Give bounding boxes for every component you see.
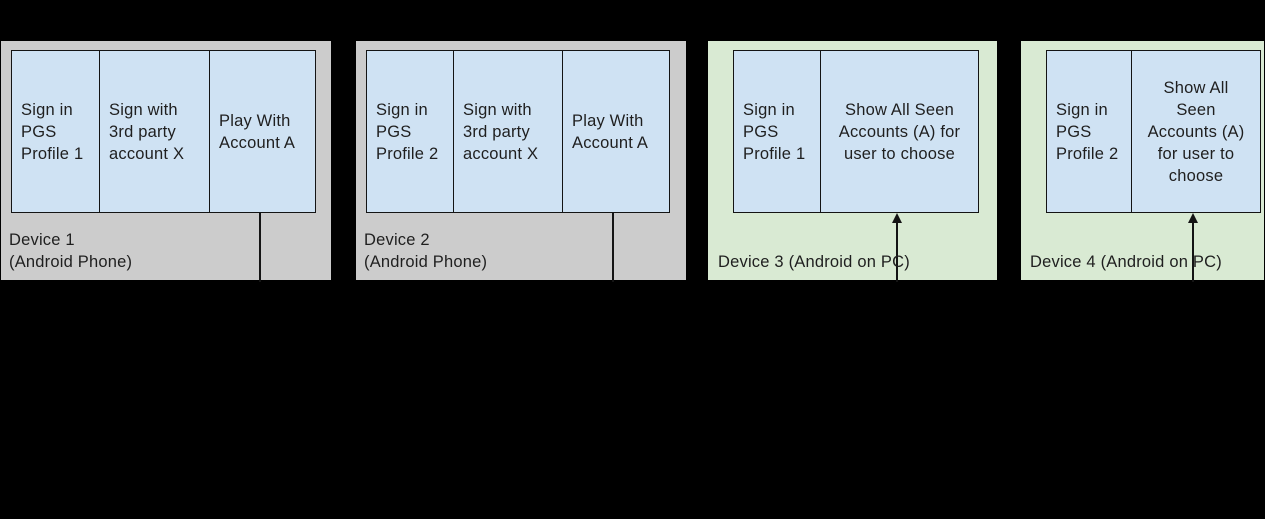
- step-cell-text: Sign in PGS Profile 1: [21, 100, 84, 163]
- arrow-up-line: [1192, 222, 1194, 282]
- step-cell-text: Show All Seen Accounts (A) for user to c…: [1147, 78, 1245, 185]
- step-cell-text: Sign in PGS Profile 2: [1056, 100, 1119, 163]
- step-cell-play-with-account: Play With Account A: [562, 51, 669, 212]
- step-cell-text: Play With Account A: [572, 111, 649, 152]
- arrow-up-head: [892, 213, 902, 223]
- device-2-panel: Sign in PGS Profile 2 Sign with 3rd part…: [355, 40, 687, 282]
- step-cell-sign-in-pgs: Sign in PGS Profile 2: [1047, 51, 1131, 212]
- step-cell-text: Sign with 3rd party account X: [463, 100, 539, 163]
- step-cell-text: Sign in PGS Profile 1: [743, 100, 806, 163]
- step-cell-sign-3rd-party: Sign with 3rd party account X: [453, 51, 562, 212]
- arrow-up-head: [1188, 213, 1198, 223]
- step-cell-text: Sign in PGS Profile 2: [376, 100, 439, 163]
- device-3-label: Device 3 (Android on PC): [718, 253, 910, 271]
- device-4-panel: Sign in PGS Profile 2 Show All Seen Acco…: [1020, 40, 1265, 282]
- device-1-steps-table: Sign in PGS Profile 1 Sign with 3rd part…: [11, 50, 316, 213]
- arrow-up-line: [896, 222, 898, 282]
- connector-line-down: [612, 212, 614, 282]
- step-cell-play-with-account: Play With Account A: [209, 51, 315, 212]
- device-2-label: Device 2 (Android Phone): [364, 231, 488, 271]
- step-cell-sign-in-pgs: Sign in PGS Profile 1: [12, 51, 99, 212]
- device-4-label: Device 4 (Android on PC): [1030, 253, 1222, 271]
- step-cell-text: Sign with 3rd party account X: [109, 100, 185, 163]
- step-cell-show-all-seen-accounts: Show All Seen Accounts (A) for user to c…: [820, 51, 978, 212]
- step-cell-sign-3rd-party: Sign with 3rd party account X: [99, 51, 209, 212]
- device-3-steps-table: Sign in PGS Profile 1 Show All Seen Acco…: [733, 50, 979, 213]
- connector-line-down: [259, 212, 261, 282]
- device-2-steps-table: Sign in PGS Profile 2 Sign with 3rd part…: [366, 50, 670, 213]
- step-cell-show-all-seen-accounts: Show All Seen Accounts (A) for user to c…: [1131, 51, 1260, 212]
- device-1-panel: Sign in PGS Profile 1 Sign with 3rd part…: [0, 40, 332, 282]
- step-cell-text: Play With Account A: [219, 111, 296, 152]
- step-cell-text: Show All Seen Accounts (A) for user to c…: [838, 100, 961, 163]
- device-1-label: Device 1 (Android Phone): [9, 231, 133, 271]
- device-4-steps-table: Sign in PGS Profile 2 Show All Seen Acco…: [1046, 50, 1261, 213]
- step-cell-sign-in-pgs: Sign in PGS Profile 2: [367, 51, 453, 212]
- step-cell-sign-in-pgs: Sign in PGS Profile 1: [734, 51, 820, 212]
- device-3-panel: Sign in PGS Profile 1 Show All Seen Acco…: [707, 40, 998, 282]
